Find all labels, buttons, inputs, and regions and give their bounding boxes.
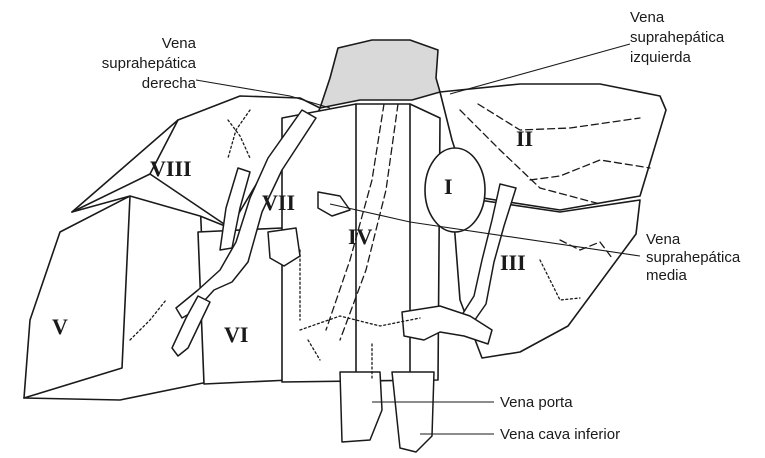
label-izquierda-line1: Vena [630, 9, 665, 26]
segment-i-region [425, 148, 485, 232]
label-derecha-line2: suprahepática [102, 55, 197, 72]
suprahepatic-trunk [320, 40, 440, 108]
segment-iii-label: III [500, 250, 526, 275]
segment-v-label: V [52, 314, 68, 339]
label-izquierda-line2: suprahepática [630, 29, 725, 46]
segment-ii-label: II [516, 126, 533, 151]
label-izquierda-line3: izquierda [630, 49, 692, 66]
label-vena-porta: Vena porta [500, 394, 573, 411]
label-vena-cava-inferior: Vena cava inferior [500, 426, 620, 443]
segment-vi-label: VI [224, 322, 248, 347]
label-media-line2: suprahepática [646, 249, 741, 266]
segment-iv-label: IV [348, 224, 373, 249]
label-derecha-line3: derecha [142, 75, 197, 92]
label-media-line3: media [646, 267, 688, 284]
segment-viii-label: VIII [150, 156, 192, 181]
label-media-line1: Vena [646, 231, 681, 248]
vena-porta-vessel [340, 372, 382, 442]
segment-vii-label: VII [262, 190, 295, 215]
label-derecha-line1: Vena [162, 35, 197, 52]
segment-i-label: I [444, 174, 453, 199]
vena-cava-inferior-vessel [392, 372, 434, 452]
